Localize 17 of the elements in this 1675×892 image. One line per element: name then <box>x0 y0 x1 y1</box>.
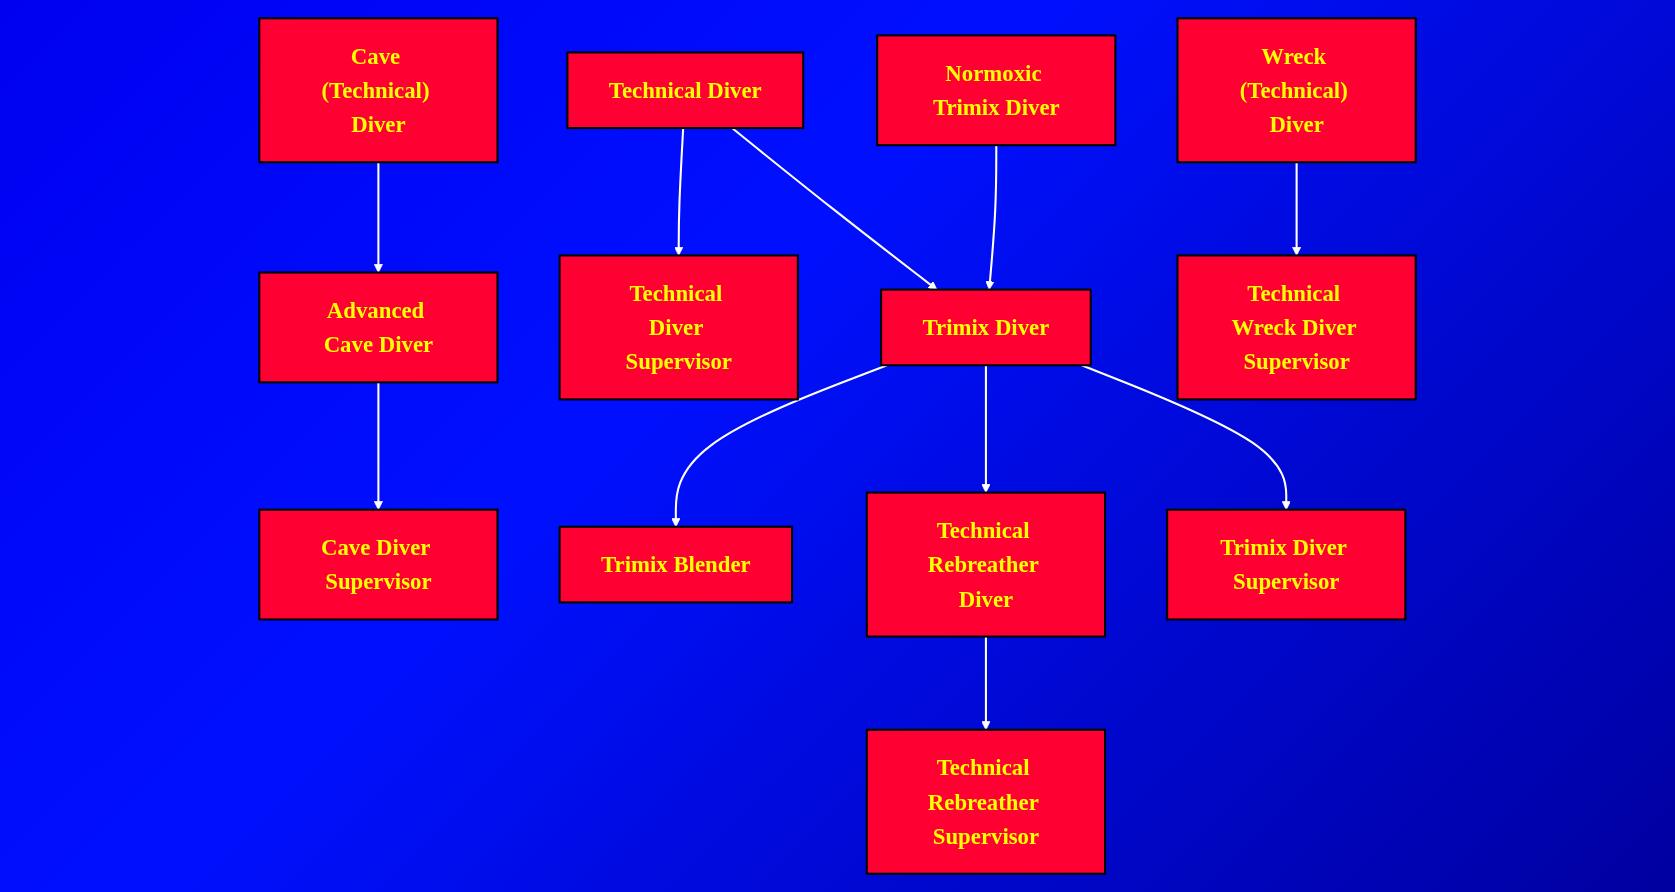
node-box: Advanced Cave Diver <box>258 271 499 384</box>
node-box: Trimix Diver Supervisor <box>1166 508 1407 621</box>
node-box: Wreck (Technical) Diver <box>1176 17 1417 164</box>
arrow <box>373 162 383 273</box>
node-box: Technical Diver <box>566 51 805 130</box>
arrow <box>674 128 685 256</box>
node-box: Cave Diver Supervisor <box>258 508 499 621</box>
node-box: Technical Rebreather Supervisor <box>865 728 1107 875</box>
node-box: Trimix Blender <box>558 525 794 604</box>
node-box: Technical Diver Supervisor <box>558 254 799 401</box>
node-box: Trimix Diver <box>880 288 1092 367</box>
arrow <box>1292 162 1302 256</box>
node-box: Technical Wreck Diver Supervisor <box>1176 254 1417 401</box>
node-box: Technical Rebreather Diver <box>865 491 1107 638</box>
arrow <box>981 365 991 493</box>
node-box: Cave (Technical) Diver <box>258 17 499 164</box>
node-box: Normoxic Trimix Diver <box>876 34 1117 147</box>
